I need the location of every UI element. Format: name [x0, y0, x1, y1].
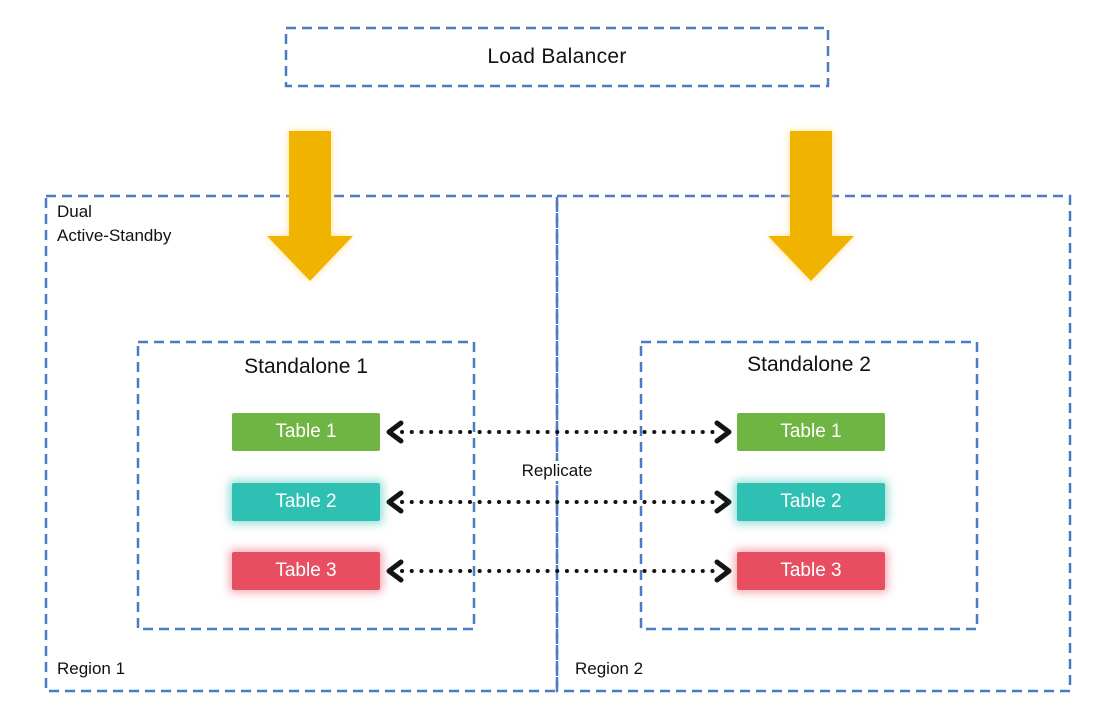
standalone-2-table-2: Table 2	[737, 483, 885, 521]
replicate-connector-table-2	[386, 490, 732, 514]
standalone-1-box	[136, 340, 476, 631]
down-arrow-icon	[768, 131, 854, 281]
down-arrow-icon	[267, 131, 353, 281]
standalone-1-table-1: Table 1	[232, 413, 380, 451]
standalone-2-table-3: Table 3	[737, 552, 885, 590]
replicate-connector-table-3	[386, 559, 732, 583]
arrowhead-right-icon	[714, 559, 732, 583]
arrowhead-right-icon	[714, 490, 732, 514]
arrowhead-left-icon	[386, 490, 404, 514]
arrowhead-right-icon	[714, 420, 732, 444]
standalone-2-table-1: Table 1	[737, 413, 885, 451]
standalone-2-box	[639, 340, 979, 631]
standalone-1-table-2: Table 2	[232, 483, 380, 521]
dual-active-standby-note: Dual Active-Standby	[57, 202, 172, 245]
arrowhead-left-icon	[386, 420, 404, 444]
arrowhead-left-icon	[386, 559, 404, 583]
standalone-1-table-3: Table 3	[232, 552, 380, 590]
load-balancer-box	[284, 26, 830, 88]
replicate-label: Replicate	[482, 461, 632, 481]
standalone-1-title: Standalone 1	[244, 355, 368, 378]
region-1-label: Region 1	[57, 659, 126, 678]
load-balancer-label: Load Balancer	[487, 45, 627, 68]
region-2-label: Region 2	[575, 659, 644, 678]
standalone-2-title: Standalone 2	[747, 353, 871, 376]
replicate-connector-table-1	[386, 420, 732, 444]
